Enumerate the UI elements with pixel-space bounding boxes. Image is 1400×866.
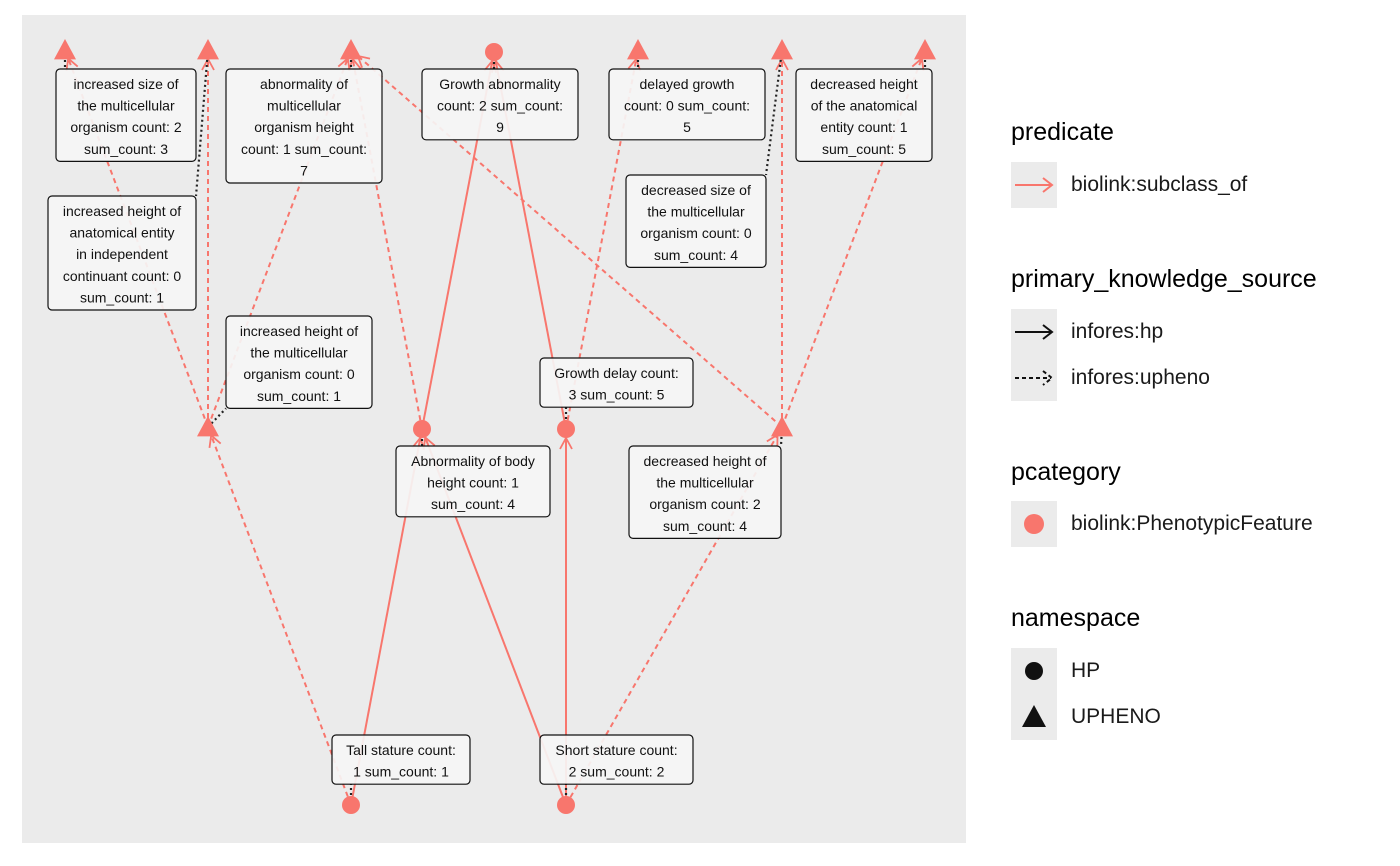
node-growth-abn-circle-icon xyxy=(485,43,503,61)
node-abn-body-height-circle-icon xyxy=(413,420,431,438)
node-inc-size-multi-triangle-icon xyxy=(54,39,76,60)
node-tall-stature-circle-icon xyxy=(342,796,360,814)
node-dec-size-multi-triangle-icon xyxy=(771,39,793,60)
label-leader-line xyxy=(207,407,227,428)
legend-label-phenotypic-feature: biolink:PhenotypicFeature xyxy=(1071,512,1313,535)
edge-tall-stature-to-inc-height-multi xyxy=(208,433,352,806)
node-dec-height-anat-triangle-icon xyxy=(914,39,936,60)
node-inc-height-anat-indep-triangle-icon xyxy=(197,39,219,60)
circle-icon xyxy=(1025,662,1043,680)
source-key-upheno xyxy=(1011,355,1057,401)
label-text: Growth delay count:3 sum_count: 5 xyxy=(554,365,679,403)
node-growth-delay-circle-icon xyxy=(557,420,575,438)
predicate-key-subclass-of xyxy=(1011,162,1057,208)
label-box xyxy=(331,734,471,785)
source-key-hp xyxy=(1011,309,1057,355)
namespace-key-hp xyxy=(1011,648,1057,694)
legend-label-hp: HP xyxy=(1071,659,1101,682)
label-box xyxy=(395,445,551,518)
node-label-tall-stature: Tall stature count:1 sum_count: 1 xyxy=(331,734,471,785)
node-short-stature-circle-icon xyxy=(557,796,575,814)
legend-label-infores-upheno: infores:upheno xyxy=(1071,366,1210,389)
nodes-layer xyxy=(54,39,936,814)
pcategory-key-phenotypic-feature xyxy=(1011,501,1057,547)
label-box xyxy=(539,734,694,785)
node-label-growth-delay: Growth delay count:3 sum_count: 5 xyxy=(539,357,694,408)
leaders-layer xyxy=(63,49,927,805)
label-leader-line xyxy=(764,49,784,176)
label-box xyxy=(628,445,782,540)
node-inc-height-multi-triangle-icon xyxy=(197,416,219,437)
legend: predicate biolink:subclass_of primary_kn… xyxy=(1011,0,1391,866)
label-box xyxy=(539,357,694,408)
label-box xyxy=(225,315,373,410)
legend-label-infores-hp: infores:hp xyxy=(1071,320,1164,343)
legend-title-namespace: namespace xyxy=(1011,604,1141,632)
label-box xyxy=(625,174,767,269)
solid-arrow-icon xyxy=(1015,324,1054,340)
circle-icon xyxy=(1024,514,1044,534)
legend-label-upheno: UPHENO xyxy=(1071,705,1161,728)
legend-label-subclass-of: biolink:subclass_of xyxy=(1071,173,1248,196)
label-box xyxy=(55,68,197,163)
dashed-arrow-icon xyxy=(1015,370,1054,386)
label-box xyxy=(421,68,579,141)
legend-title-primary-knowledge-source: primary_knowledge_source xyxy=(1011,265,1317,293)
label-leader-line xyxy=(779,426,784,447)
node-dec-height-multi-triangle-icon xyxy=(771,416,793,437)
legend-title-pcategory: pcategory xyxy=(1011,458,1121,486)
legend-title-predicate: predicate xyxy=(1011,118,1114,146)
triangle-icon xyxy=(1022,705,1046,727)
label-box xyxy=(225,68,383,184)
label-text: Short stature count:2 sum_count: 2 xyxy=(555,742,677,780)
namespace-key-upheno xyxy=(1011,694,1057,740)
label-box xyxy=(47,195,197,311)
label-box xyxy=(795,68,933,163)
label-box xyxy=(608,68,766,141)
label-text: Tall stature count:1 sum_count: 1 xyxy=(346,742,456,780)
arrow-right-icon xyxy=(1015,177,1054,193)
node-abn-multi-height-triangle-icon xyxy=(340,39,362,60)
node-label-short-stature: Short stature count:2 sum_count: 2 xyxy=(539,734,694,785)
node-delayed-growth-triangle-icon xyxy=(627,39,649,60)
